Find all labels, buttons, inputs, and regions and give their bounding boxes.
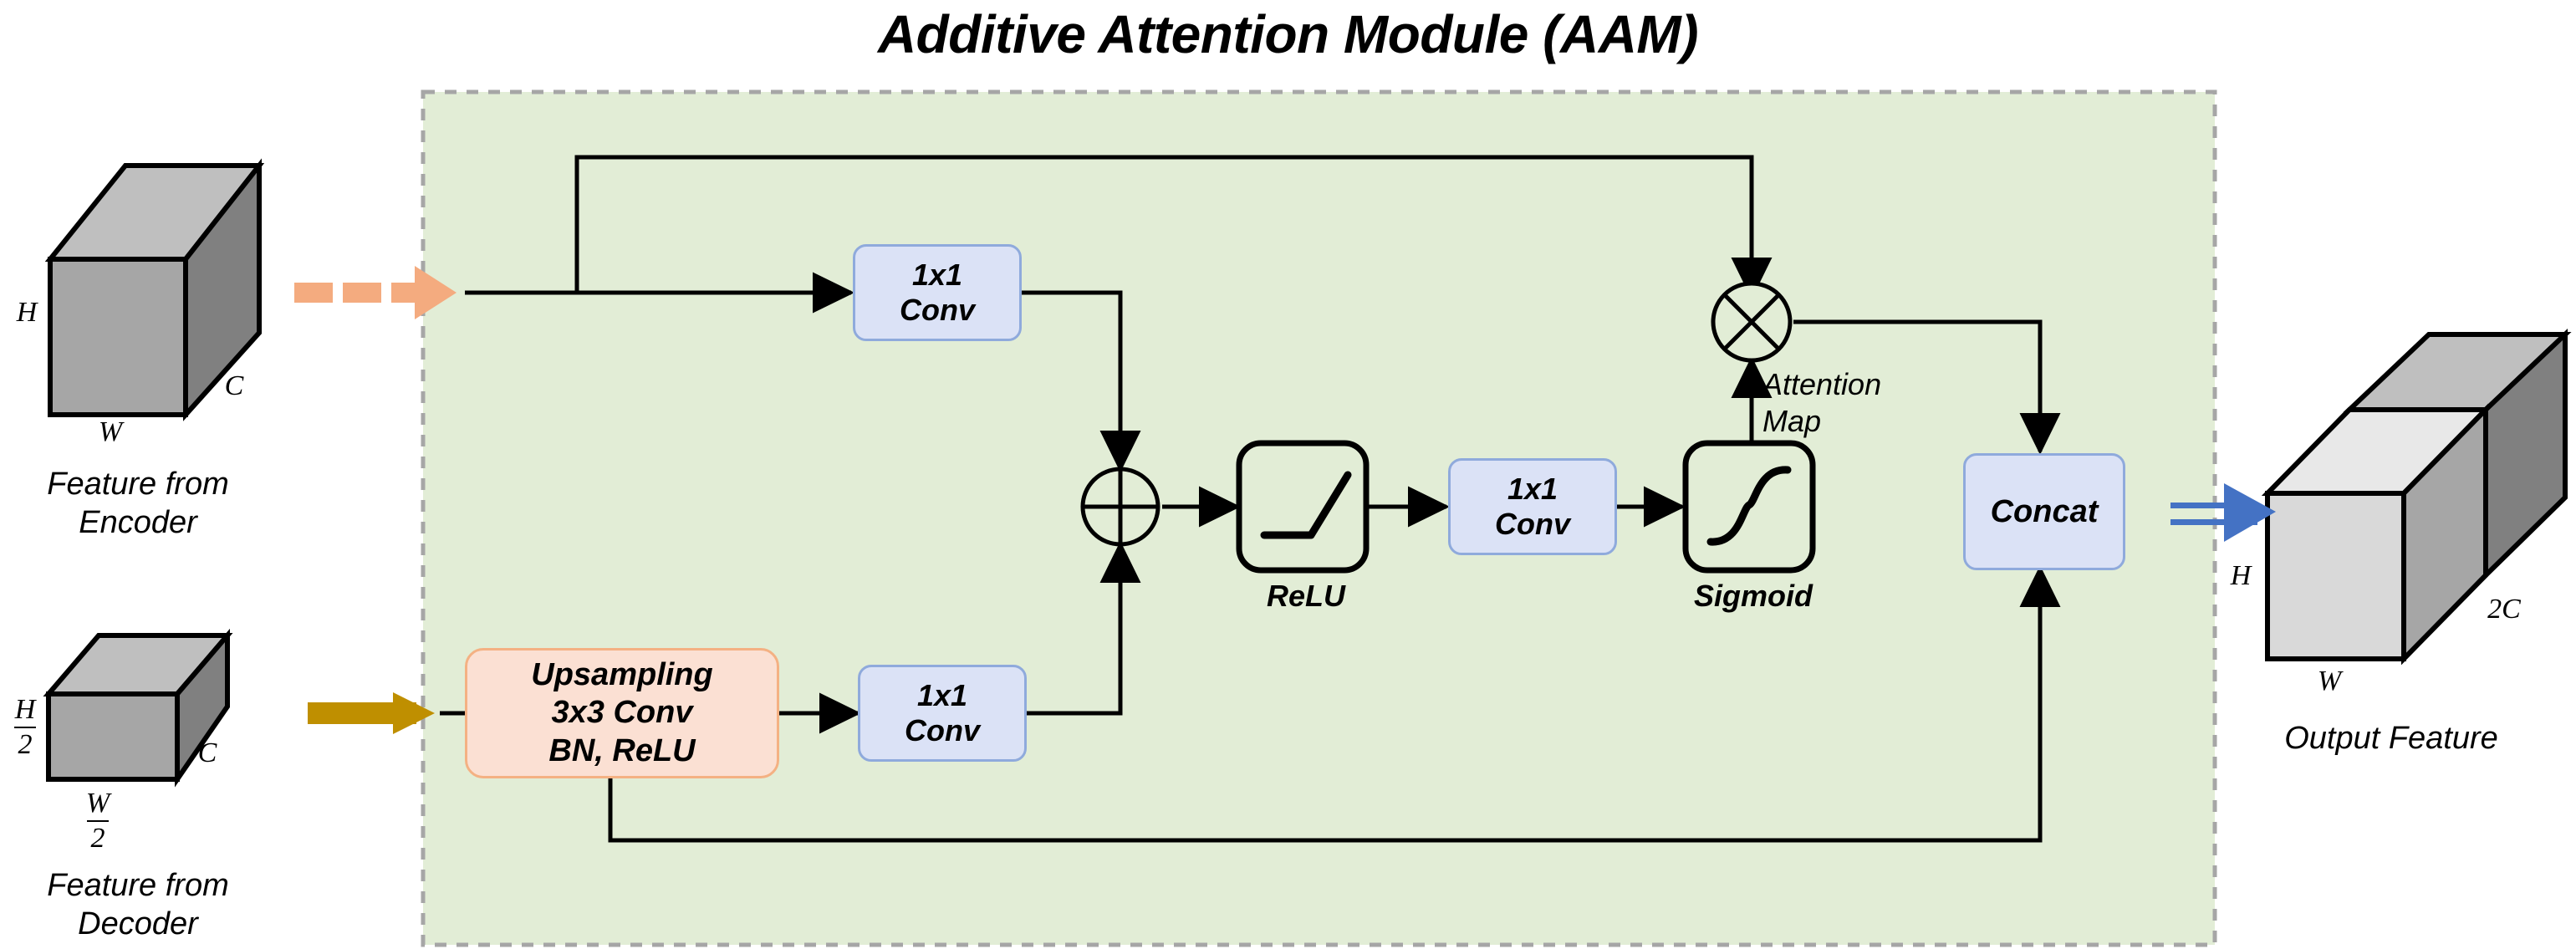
wire-multiply-to-concat — [1793, 319, 2061, 456]
conv-top-line2: Conv — [900, 293, 975, 327]
conv-top-line1: 1x1 — [911, 258, 963, 293]
relu-curve-icon — [1260, 471, 1352, 539]
encoder-caption: Feature from Encoder — [0, 465, 276, 543]
output-feature-cube — [2261, 329, 2572, 666]
decoder-caption: Feature from Decoder — [0, 866, 276, 944]
concat-label: Concat — [1990, 493, 2099, 529]
fraction-bar-icon — [14, 727, 36, 728]
block-upsampling[interactable]: Upsampling 3x3 Conv BN, ReLU — [465, 648, 779, 778]
relu-activation-box — [1236, 440, 1370, 574]
block-conv-top[interactable]: 1x1 Conv — [853, 244, 1022, 341]
relu-label: ReLU — [1266, 579, 1345, 613]
wire-encoder-skip-up — [574, 155, 1773, 300]
sigmoid-curve-icon — [1706, 466, 1792, 546]
output-arrow — [2170, 483, 2276, 542]
encoder-dim-c: C — [224, 370, 244, 401]
sigmoid-activation-box — [1682, 440, 1816, 574]
conv-mid-line1: 1x1 — [1507, 472, 1558, 507]
add-operator-node — [1080, 467, 1160, 547]
decoder-caption-line2: Decoder — [78, 906, 198, 942]
attention-map-line1: Attention — [1762, 367, 1882, 401]
output-dim-w: W — [2317, 666, 2342, 696]
upsample-line1: Upsampling — [531, 656, 713, 692]
encoder-feature-cube — [44, 158, 265, 421]
decoder-feature-cube — [43, 628, 233, 788]
upsample-line3: BN, ReLU — [548, 732, 696, 768]
encoder-dim-w: W — [98, 416, 123, 447]
wire-convbot-to-add — [1022, 540, 1141, 716]
decoder-caption-line1: Feature from — [47, 868, 229, 903]
output-caption: Output Feature — [2284, 721, 2498, 756]
conv-mid-line2: Conv — [1495, 507, 1570, 541]
output-dim-h: H — [2230, 560, 2252, 591]
encoder-input-arrow — [294, 266, 457, 319]
encoder-dim-h: H — [16, 297, 38, 328]
upsample-line2: 3x3 Conv — [551, 695, 693, 731]
fraction-bar-icon — [87, 820, 109, 822]
decoder-dim-w: W 2 — [79, 789, 116, 853]
sigmoid-label: Sigmoid — [1694, 579, 1813, 613]
multiply-operator-node — [1711, 281, 1793, 363]
decoder-dim-h: H 2 — [7, 696, 43, 759]
decoder-dim-w-den: 2 — [90, 823, 105, 854]
block-conv-bottom[interactable]: 1x1 Conv — [858, 665, 1027, 762]
decoder-dim-h-den: 2 — [18, 729, 33, 760]
wire-group — [440, 155, 2061, 843]
block-conv-mid[interactable]: 1x1 Conv — [1448, 458, 1617, 555]
decoder-dim-w-num: W — [85, 788, 110, 819]
conv-bottom-line1: 1x1 — [916, 678, 968, 713]
attention-map-line2: Map — [1762, 403, 1822, 438]
decoder-input-arrow — [308, 692, 435, 734]
encoder-caption-line2: Encoder — [79, 505, 197, 541]
decoder-dim-c: C — [197, 737, 217, 768]
block-concat[interactable]: Concat — [1963, 453, 2125, 570]
wire-upsample-skip-to-concat — [608, 564, 2061, 843]
conv-bottom-line2: Conv — [905, 713, 980, 747]
wire-convtop-to-add — [1022, 290, 1141, 473]
page-title: Additive Attention Module (AAM) — [877, 4, 1699, 64]
decoder-dim-h-num: H — [14, 694, 36, 725]
attention-map-annotation: Attention Map — [1762, 366, 1972, 440]
encoder-caption-line1: Feature from — [47, 467, 229, 502]
output-dim-c: 2C — [2487, 594, 2521, 625]
